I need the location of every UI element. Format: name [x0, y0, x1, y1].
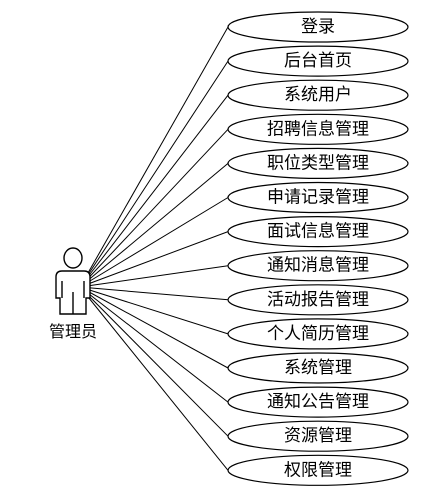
- association-line: [79, 286, 229, 369]
- use-case: 系统用户: [227, 79, 409, 111]
- use-case-label: 资源管理: [284, 426, 352, 446]
- association-line: [79, 26, 229, 288]
- use-case: 资源管理: [227, 420, 409, 452]
- actor-admin: 管理员: [49, 247, 97, 341]
- use-case-group: 登录后台首页系统用户招聘信息管理职位类型管理申请记录管理面试信息管理通知消息管理…: [227, 11, 409, 486]
- use-case-label: 职位类型管理: [267, 153, 369, 173]
- use-case-ellipse: [227, 79, 409, 111]
- use-case: 权限管理: [227, 454, 409, 486]
- use-case-ellipse: [227, 250, 409, 282]
- use-case: 通知公告管理: [227, 386, 409, 418]
- use-case: 个人简历管理: [227, 318, 409, 350]
- use-case-ellipse: [227, 216, 409, 248]
- use-case-ellipse: [227, 45, 409, 77]
- use-case-ellipse: [227, 420, 409, 452]
- use-case-label: 通知消息管理: [267, 256, 369, 276]
- association-line: [79, 197, 229, 288]
- association-line: [79, 286, 229, 403]
- use-case-label: 申请记录管理: [267, 188, 369, 208]
- actor-head: [63, 247, 83, 269]
- association-line: [79, 286, 229, 437]
- use-case-ellipse: [227, 352, 409, 384]
- association-line: [79, 163, 229, 288]
- association-line: [79, 286, 229, 471]
- association-line: [79, 286, 229, 335]
- actor-label: 管理员: [49, 322, 97, 341]
- association-lines: [79, 26, 229, 471]
- use-case-label: 面试信息管理: [267, 222, 369, 242]
- association-line: [79, 231, 229, 288]
- use-case-ellipse: [227, 181, 409, 214]
- use-case-label: 后台首页: [284, 51, 352, 71]
- association-line: [79, 60, 229, 288]
- association-line: [79, 94, 229, 288]
- use-case-label: 登录: [301, 17, 335, 37]
- association-line: [79, 128, 229, 288]
- use-case: 活动报告管理: [227, 284, 409, 316]
- stick-figure-icon: [55, 247, 91, 315]
- use-case-ellipse: [227, 284, 409, 316]
- association-line: [79, 286, 229, 301]
- use-case-label: 活动报告管理: [267, 290, 369, 310]
- use-case-ellipse: [227, 318, 409, 350]
- use-case-ellipse: [227, 454, 409, 486]
- use-case: 面试信息管理: [227, 216, 409, 248]
- use-case-label: 系统管理: [284, 358, 352, 378]
- use-case: 申请记录管理: [227, 181, 409, 214]
- use-case-label: 权限管理: [284, 460, 352, 480]
- use-case-ellipse: [227, 386, 409, 418]
- use-case-ellipse: [227, 147, 409, 179]
- use-case: 后台首页: [227, 45, 409, 77]
- use-case-ellipse: [227, 11, 409, 43]
- use-case: 职位类型管理: [227, 147, 409, 179]
- use-case: 登录: [227, 11, 409, 43]
- use-case: 通知消息管理: [227, 250, 409, 282]
- use-case: 系统管理: [227, 352, 409, 384]
- use-case-label: 通知公告管理: [267, 392, 369, 412]
- association-line: [79, 265, 229, 288]
- use-case: 招聘信息管理: [227, 113, 409, 145]
- use-case-label: 个人简历管理: [267, 324, 369, 344]
- use-case-ellipse: [227, 113, 409, 145]
- use-case-label: 招聘信息管理: [267, 119, 369, 139]
- use-case-label: 系统用户: [284, 85, 352, 105]
